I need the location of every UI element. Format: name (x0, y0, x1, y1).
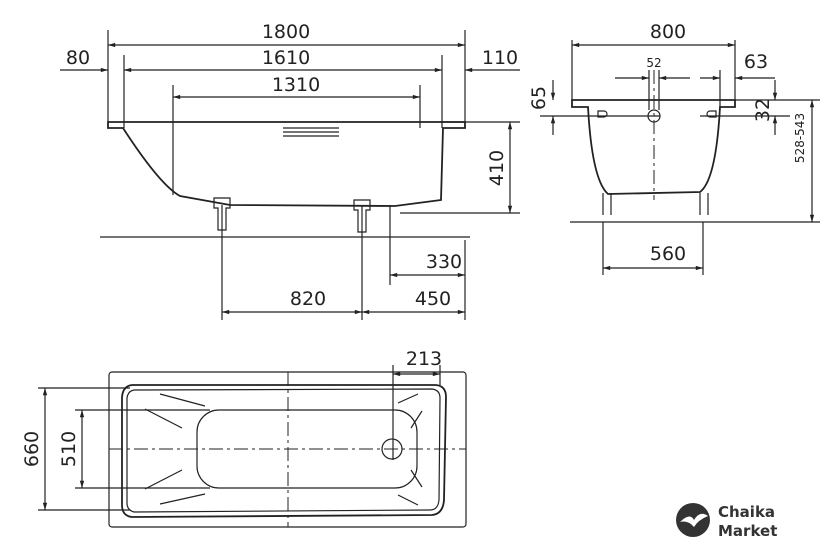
dim-80: 80 (66, 47, 90, 69)
end-extension-lines (540, 40, 820, 275)
side-view: 1800 1610 1310 80 110 410 330 820 450 (60, 21, 520, 320)
end-feet (602, 193, 709, 215)
dim-1800: 1800 (262, 21, 310, 43)
dim-65: 65 (528, 86, 550, 110)
plan-texture-marks (144, 393, 423, 506)
foot-left (213, 197, 231, 231)
handle-grip (283, 127, 339, 137)
dim-330: 330 (426, 251, 462, 273)
dim-52: 52 (646, 56, 661, 70)
dim-800: 800 (650, 21, 686, 43)
dim-820: 820 (290, 288, 326, 310)
logo-line1: Chaika (718, 503, 775, 521)
dim-110: 110 (482, 47, 518, 69)
chaika-market-logo: Chaika Market (676, 503, 777, 540)
end-view: 800 52 63 65 32 528-543 560 (528, 21, 820, 275)
extension-lines (107, 30, 520, 320)
foot-right (353, 199, 371, 233)
logo-bird-shape (680, 513, 708, 527)
dim-1310: 1310 (272, 74, 320, 96)
dim-560: 560 (650, 243, 686, 265)
tub-end-outline (571, 99, 736, 195)
dim-410: 410 (486, 150, 508, 186)
dim-510: 510 (58, 431, 80, 467)
plan-inner-rim-2 (126, 388, 441, 513)
dim-1610: 1610 (262, 47, 310, 69)
dim-32: 32 (752, 98, 774, 122)
plan-inner-rim (121, 384, 447, 518)
plan-view: 213 660 510 (21, 348, 467, 528)
dim-450: 450 (415, 288, 451, 310)
dim-660: 660 (21, 431, 43, 467)
tub-side-outline (107, 121, 466, 207)
dim-213: 213 (406, 348, 442, 370)
plan-extension-lines (38, 365, 441, 511)
logo-line2: Market (718, 522, 777, 540)
dim-63: 63 (744, 51, 768, 73)
dim-528-543: 528-543 (793, 113, 807, 163)
